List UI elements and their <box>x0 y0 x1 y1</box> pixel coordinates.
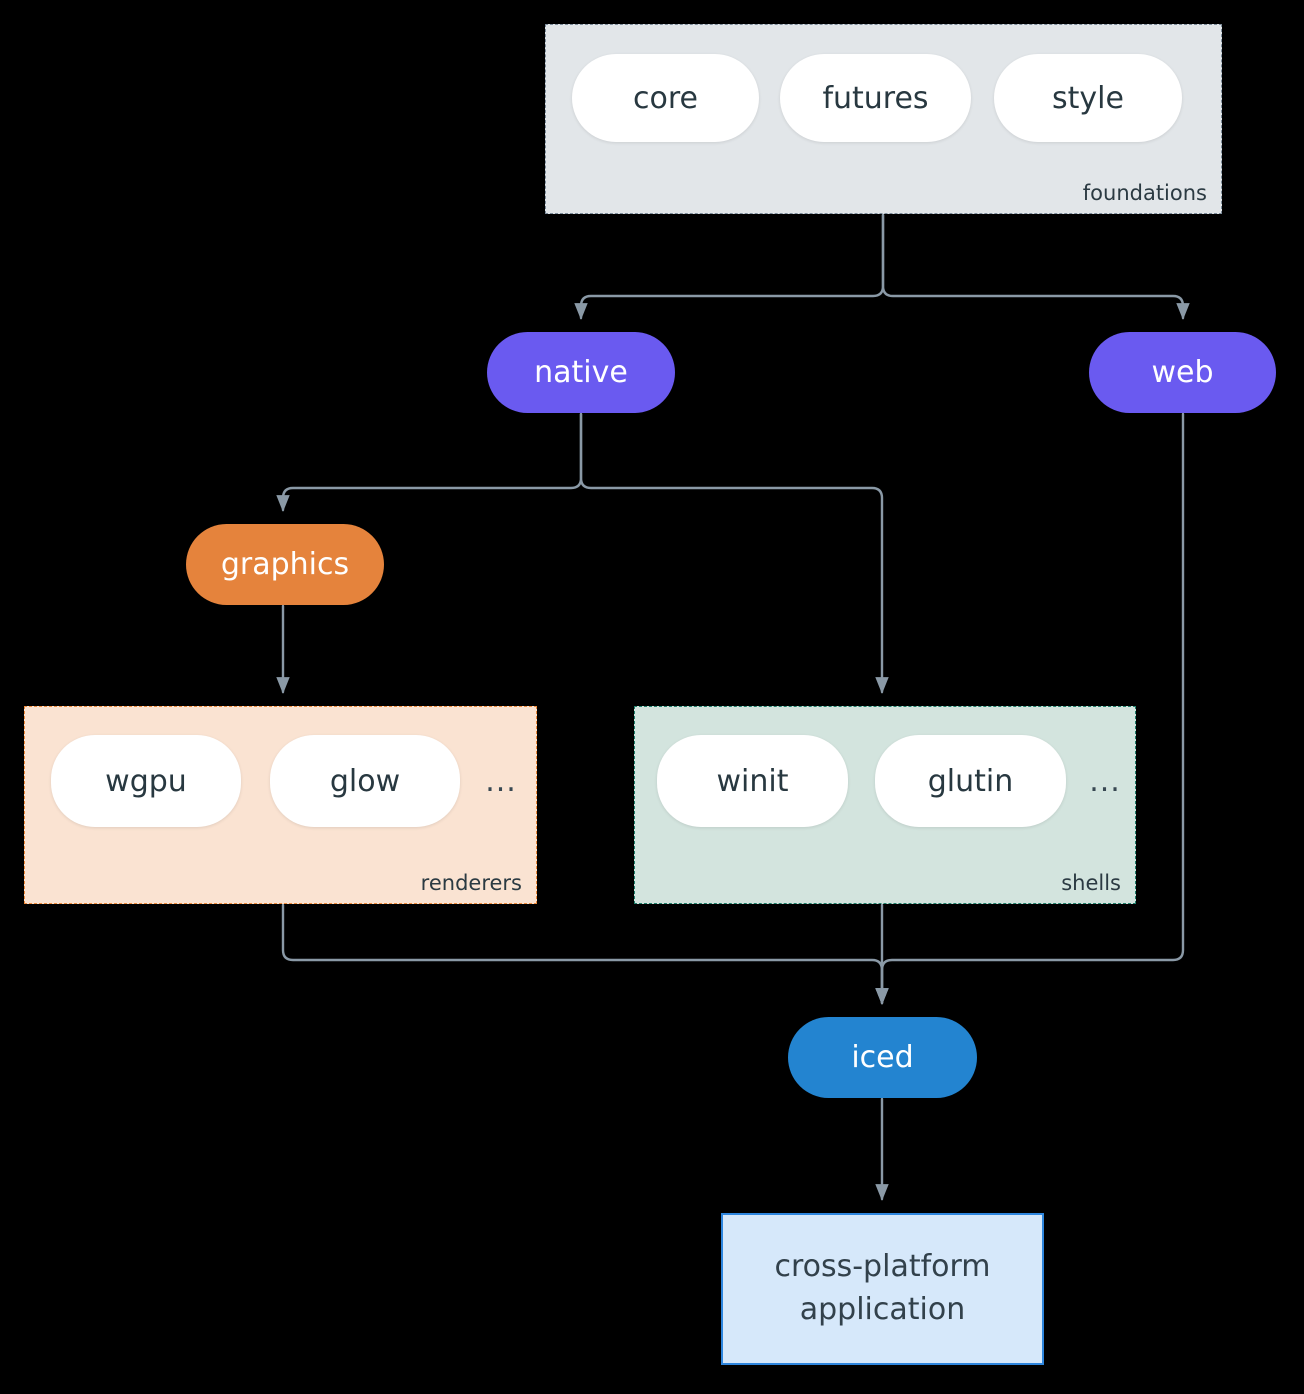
subgraph-foundations: core futures style foundations <box>545 24 1222 214</box>
application-line-2: application <box>799 1292 966 1327</box>
node-web[interactable]: web <box>1089 332 1276 413</box>
application-line-1: cross-platform <box>774 1249 991 1285</box>
pill-winit[interactable]: winit <box>657 735 848 827</box>
edge-foundations-native <box>574 213 885 320</box>
node-iced[interactable]: iced <box>788 1017 977 1098</box>
pill-futures[interactable]: futures <box>780 54 971 142</box>
subgraph-renderers: wgpu glow ... renderers <box>24 706 537 904</box>
renderers-ellipsis: ... <box>485 763 517 799</box>
edge-renderers-iced <box>281 903 889 1005</box>
subgraph-shells: winit glutin ... shells <box>634 706 1136 904</box>
pill-glutin[interactable]: glutin <box>875 735 1066 827</box>
shells-ellipsis: ... <box>1089 763 1121 799</box>
pill-core[interactable]: core <box>572 54 759 142</box>
node-native[interactable]: native <box>487 332 675 413</box>
pill-glow[interactable]: glow <box>270 735 460 827</box>
edge-native-shells <box>579 412 889 694</box>
node-graphics[interactable]: graphics <box>186 524 384 605</box>
edge-native-graphics <box>276 412 583 512</box>
pill-wgpu[interactable]: wgpu <box>51 735 241 827</box>
subgraph-label-foundations: foundations <box>1082 181 1207 205</box>
edge-foundations-web <box>881 213 1190 320</box>
subgraph-label-shells: shells <box>1061 871 1121 895</box>
pill-style[interactable]: style <box>994 54 1182 142</box>
subgraph-label-renderers: renderers <box>420 871 522 895</box>
node-cross-platform-application[interactable]: cross-platform application <box>721 1213 1044 1365</box>
